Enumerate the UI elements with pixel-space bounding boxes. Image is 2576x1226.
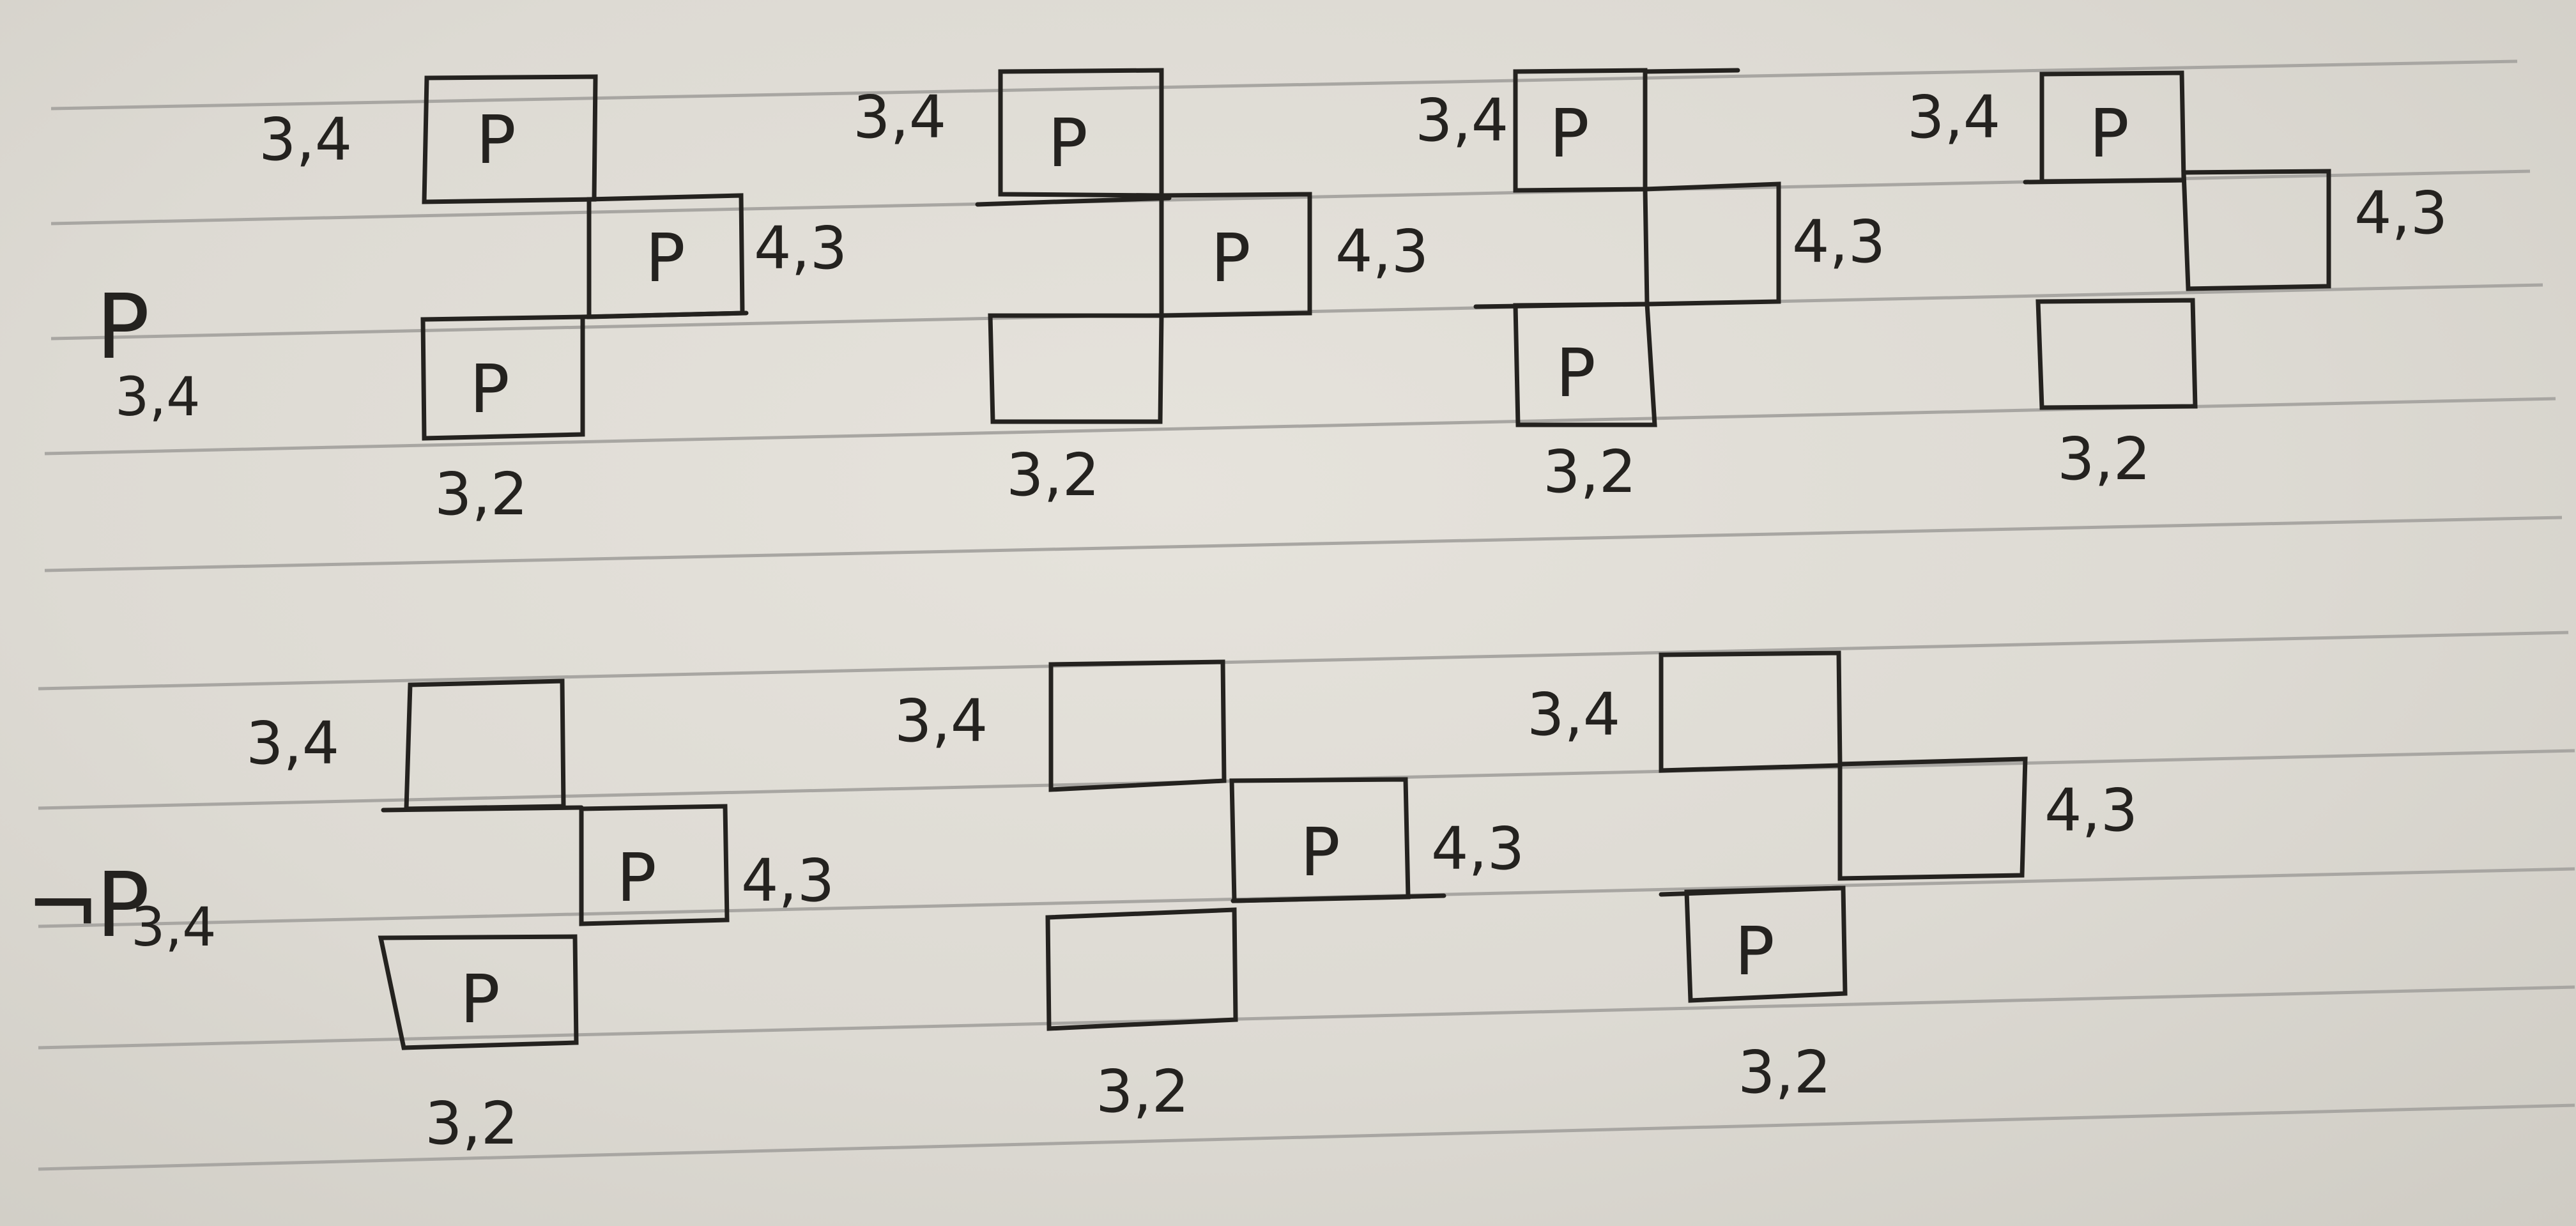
label-3-4: 3,4 [894, 687, 988, 755]
cell-4-3-box [1837, 756, 2028, 881]
world-diagram: 3,4 4,3 3,2 P P [246, 678, 834, 1158]
cell-4-3-box [1159, 192, 1312, 318]
ruled-lines [38, 59, 2575, 1171]
cell-4-3-box [2181, 169, 2331, 291]
world-diagram: 3,4 4,3 3,2 P [1907, 70, 2448, 493]
cell-3-4-mark: P [476, 101, 516, 179]
cell-3-2-box [420, 314, 585, 441]
cell-4-3-mark: P [617, 839, 657, 917]
label-4-3: 4,3 [1792, 208, 1885, 276]
label-3-2: 3,2 [434, 460, 528, 528]
ruled-line [38, 1103, 2575, 1171]
cell-3-2-mark: P [460, 960, 500, 1038]
label-3-4: 3,4 [1415, 86, 1508, 155]
cell-3-2-mark: P [1556, 334, 1596, 412]
box-joint-line [381, 805, 584, 813]
box-joint-line [1230, 893, 1446, 903]
label-4-3: 4,3 [741, 847, 834, 915]
box-joint-line [975, 195, 1172, 207]
cell-3-2-box [988, 313, 1164, 424]
label-4-3: 4,3 [1431, 815, 1524, 883]
row-label-bottom-subscript: 3,4 [131, 896, 217, 958]
label-4-3: 4,3 [754, 214, 847, 282]
row-label-bottom-negation: ¬ [26, 854, 100, 958]
cell-4-3-box [1643, 181, 1781, 307]
box-joint-line [1659, 885, 1843, 897]
box-joint-line [2023, 178, 2186, 185]
cell-3-4-mark: P [2089, 95, 2129, 172]
world-diagram: 3,4 4,3 3,2 P [894, 659, 1524, 1126]
cell-3-4-box [404, 678, 566, 811]
label-3-2: 3,2 [1006, 441, 1100, 509]
label-4-3: 4,3 [2354, 179, 2448, 247]
world-diagram: 3,4 4,3 3,2 P P [1415, 68, 1885, 506]
row-label-bottom-mark: P [96, 854, 150, 958]
cell-3-2-box [1045, 907, 1238, 1031]
row-label-top: P 3,4 [96, 275, 201, 428]
world-diagram: 3,4 4,3 3,2 P P P [259, 74, 847, 528]
row-label-bottom: ¬ P 3,4 [26, 854, 217, 958]
cell-4-3-mark: P [1211, 219, 1251, 297]
ruled-line [44, 516, 2563, 572]
label-3-4: 3,4 [1907, 83, 2000, 151]
ruled-line [38, 631, 2569, 691]
cell-3-4-box [1659, 650, 1843, 773]
cell-3-4-mark: P [1549, 95, 1590, 172]
world-diagram: 3,4 4,3 3,2 P [1527, 650, 2138, 1107]
label-3-4: 3,4 [1527, 680, 1620, 749]
label-3-2: 3,2 [2057, 425, 2150, 493]
ruled-line [50, 59, 2518, 111]
label-3-2: 3,2 [1096, 1057, 1189, 1126]
cell-4-3-box [579, 804, 730, 926]
label-4-3: 4,3 [2044, 776, 2138, 845]
label-3-2: 3,2 [1738, 1038, 1831, 1107]
cell-4-3-mark: P [645, 219, 686, 297]
box-joint-line [1643, 68, 1740, 74]
row-label-top-mark: P [96, 275, 150, 379]
label-3-2: 3,2 [425, 1089, 518, 1158]
label-3-4: 3,4 [246, 709, 339, 778]
cell-3-2-mark: P [1735, 912, 1775, 990]
label-4-3: 4,3 [1335, 217, 1429, 286]
cell-3-2-mark: P [470, 350, 510, 428]
box-joint-line [580, 310, 749, 319]
label-3-2: 3,2 [1543, 438, 1636, 506]
cell-3-2-box [378, 934, 579, 1050]
label-3-4: 3,4 [853, 83, 946, 151]
box-joint-line [1473, 302, 1650, 309]
cell-3-4-mark: P [1048, 104, 1088, 182]
world-diagram: 3,4 4,3 3,2 P P [853, 68, 1429, 509]
ruled-line [38, 985, 2575, 1050]
row-label-top-subscript: 3,4 [115, 365, 201, 428]
label-3-4: 3,4 [259, 105, 352, 174]
cell-3-4-box [1048, 659, 1227, 792]
cell-3-2-box [2035, 298, 2198, 410]
cell-4-3-mark: P [1300, 813, 1340, 891]
